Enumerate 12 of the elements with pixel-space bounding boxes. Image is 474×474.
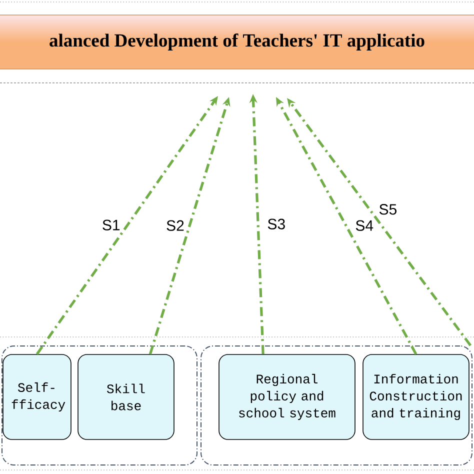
factor-box: Self- fficacy (2, 354, 72, 440)
factor-box: Skill base (78, 354, 174, 440)
factor-box: Regional policy and school system (218, 354, 356, 440)
factor-box: Information Construction and training (362, 354, 470, 440)
edge-label: S2 (165, 219, 186, 232)
edge-label: S3 (266, 218, 287, 230)
title-band: alanced Development of Teachers' IT applicatio (0, 14, 474, 70)
group-frame (200, 346, 472, 466)
edge-label: S4 (354, 219, 375, 232)
group-frame (2, 346, 198, 466)
edge-label: S5 (378, 203, 398, 216)
edge-label: S1 (100, 218, 122, 232)
